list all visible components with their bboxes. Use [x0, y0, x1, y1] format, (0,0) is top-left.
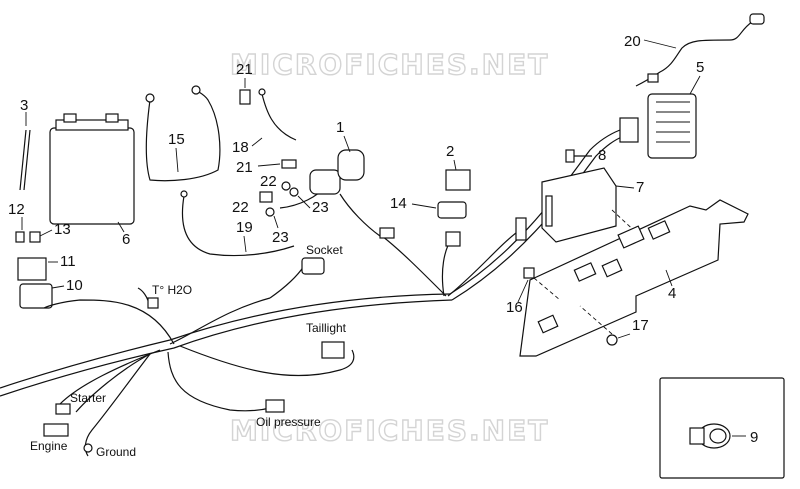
callout-18: 18	[232, 139, 249, 156]
callout-4: 4	[668, 285, 676, 302]
callout-12: 12	[8, 201, 25, 218]
label-engine: Engine	[30, 439, 68, 453]
connector-relay	[379, 227, 395, 239]
watermark-bottom: MICROFICHES.NET	[230, 414, 549, 447]
label-taillight: Taillight	[306, 321, 347, 335]
callout-5: 5	[696, 59, 704, 76]
callout-8: 8	[598, 147, 606, 164]
fuse-12	[15, 231, 25, 243]
label-socket: Socket	[306, 243, 343, 257]
starter-connector	[55, 403, 71, 415]
callout-23-top: 23	[312, 199, 329, 216]
fuse-13	[29, 231, 41, 243]
ground-terminal	[83, 443, 93, 453]
engine-connector	[43, 423, 69, 437]
label-oil-pressure: Oil pressure	[256, 415, 321, 429]
battery-cable-15	[145, 85, 221, 182]
inset-socket-9	[659, 377, 785, 479]
starter-relay-1	[309, 149, 381, 237]
washer-22-lower	[265, 207, 275, 217]
battery-strap	[19, 112, 31, 191]
bolt-21-mid	[281, 159, 297, 169]
voltage-regulator-5	[619, 93, 697, 159]
callout-14: 14	[390, 195, 407, 212]
mounting-bracket-4	[519, 199, 749, 357]
callout-21-mid: 21	[236, 159, 253, 176]
relay-2	[445, 169, 471, 191]
callout-22-lower: 22	[232, 199, 249, 216]
washer-22-top	[281, 181, 291, 191]
connector-ecu	[515, 217, 527, 241]
callout-19: 19	[236, 219, 253, 236]
callout-1: 1	[336, 119, 344, 136]
relay-11	[17, 257, 47, 281]
callout-20: 20	[624, 33, 641, 50]
callout-10: 10	[66, 277, 83, 294]
callout-3: 3	[20, 97, 28, 114]
watermark-top: MICROFICHES.NET	[230, 48, 549, 81]
callout-23-lower: 23	[272, 229, 289, 246]
callout-13: 13	[54, 221, 71, 238]
callout-16: 16	[506, 299, 523, 316]
callout-22-top: 22	[260, 173, 277, 190]
cable-19	[181, 195, 295, 257]
control-unit-7	[541, 167, 617, 243]
battery	[49, 113, 135, 233]
oil-pressure-connector	[265, 399, 285, 413]
relay-holder-14	[437, 201, 467, 219]
callout-21-top: 21	[236, 61, 253, 78]
bolt-21-top	[239, 89, 251, 105]
label-ground: Ground	[96, 445, 136, 459]
nut-23-top	[289, 187, 299, 197]
taillight-connector	[321, 341, 345, 359]
label-starter: Starter	[70, 391, 106, 405]
sensor-cable-20	[635, 13, 765, 87]
callout-17: 17	[632, 317, 649, 334]
socket-connector	[301, 257, 325, 275]
bolt-16	[523, 267, 535, 279]
callout-9: 9	[750, 429, 758, 446]
cable-18	[261, 93, 297, 141]
temp-sensor-connector	[147, 297, 159, 309]
bolt-22-lower	[259, 191, 273, 203]
callout-15: 15	[168, 131, 185, 148]
fuse-holder-10	[19, 283, 53, 309]
callout-2: 2	[446, 143, 454, 160]
label-temp: T° H2O	[152, 283, 192, 297]
connector-harness	[445, 231, 461, 247]
callout-11: 11	[60, 253, 76, 270]
callout-6: 6	[122, 231, 130, 248]
bolt-8	[565, 149, 592, 163]
nut-17	[606, 334, 618, 346]
callout-7: 7	[636, 179, 644, 196]
